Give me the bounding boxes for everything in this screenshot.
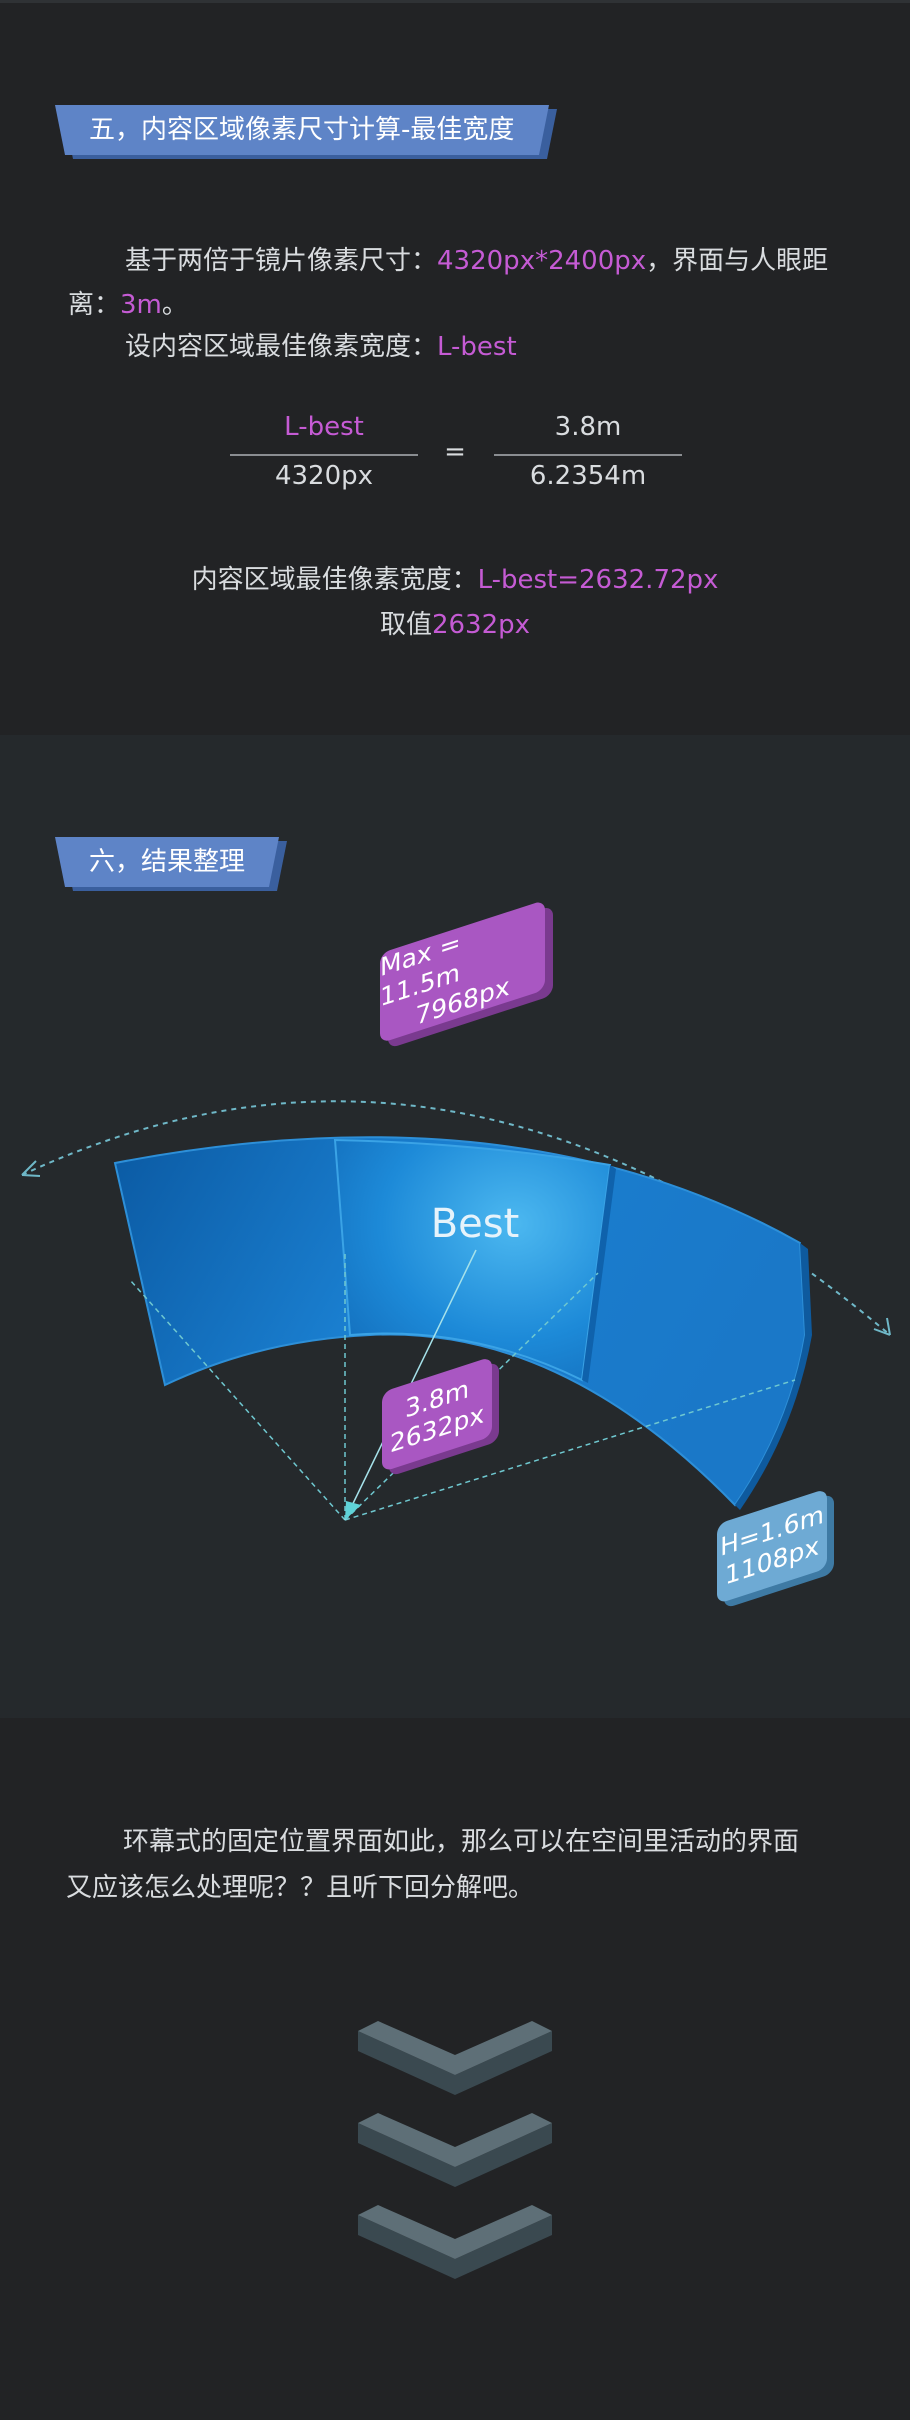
arc-arrow-right-icon [873, 1317, 891, 1336]
formula-right-numerator: 3.8m [554, 412, 622, 442]
best-region-edge [582, 1165, 616, 1383]
eye-angle-marker [345, 1501, 361, 1520]
chevron-down-icon [358, 2205, 552, 2279]
chevron-down-icon [358, 2021, 552, 2095]
banner-shape [55, 837, 287, 891]
chevron-stack [358, 2021, 552, 2279]
formula-right-denominator: 6.2354m [529, 461, 647, 491]
intro-line-3: 设内容区域最佳像素宽度：L-best [125, 332, 517, 362]
section-best-width: 五，内容区域像素尺寸计算-最佳宽度 基于两倍于镜片像素尺寸：4320px*240… [0, 0, 910, 735]
formula-equals: = [444, 437, 466, 467]
screen-edge [735, 1243, 812, 1510]
closing-line-1: 环幕式的固定位置界面如此，那么可以在空间里活动的界面 [123, 1827, 800, 1857]
section6-banner: 六，结果整理 [55, 837, 295, 895]
formula-left-fraction-bar [230, 454, 418, 456]
formula-left-numerator: L-best [284, 412, 364, 442]
chevron-down-icon [358, 2113, 552, 2187]
sight-lines [129, 1250, 796, 1521]
closing-line-2: 又应该怎么处理呢？？且听下回分解吧。 [66, 1873, 535, 1903]
banner-shape [55, 105, 557, 159]
result-line: 内容区域最佳像素宽度：L-best=2632.72px [191, 565, 719, 595]
formula-right-fraction-bar [494, 454, 682, 456]
formula-left-denominator: 4320px [274, 461, 374, 491]
take-value-line: 取值2632px [379, 610, 531, 640]
section-closing: 环幕式的固定位置界面如此，那么可以在空间里活动的界面 又应该怎么处理呢？？且听下… [0, 1718, 910, 2420]
intro-line-2: 离：3m。 [68, 290, 188, 320]
section6-title: 六，结果整理 [89, 847, 246, 877]
section-summary: 六，结果整理 [0, 735, 910, 1718]
arc-arrow-left-icon [21, 1160, 41, 1177]
intro-line-1: 基于两倍于镜片像素尺寸：4320px*2400px，界面与人眼距 [125, 246, 829, 276]
section5-title: 五，内容区域像素尺寸计算-最佳宽度 [89, 115, 515, 145]
section5-banner: 五，内容区域像素尺寸计算-最佳宽度 [55, 105, 565, 163]
best-label: Best [431, 1201, 520, 1247]
curved-screen-diagram: Best [21, 1100, 891, 1521]
